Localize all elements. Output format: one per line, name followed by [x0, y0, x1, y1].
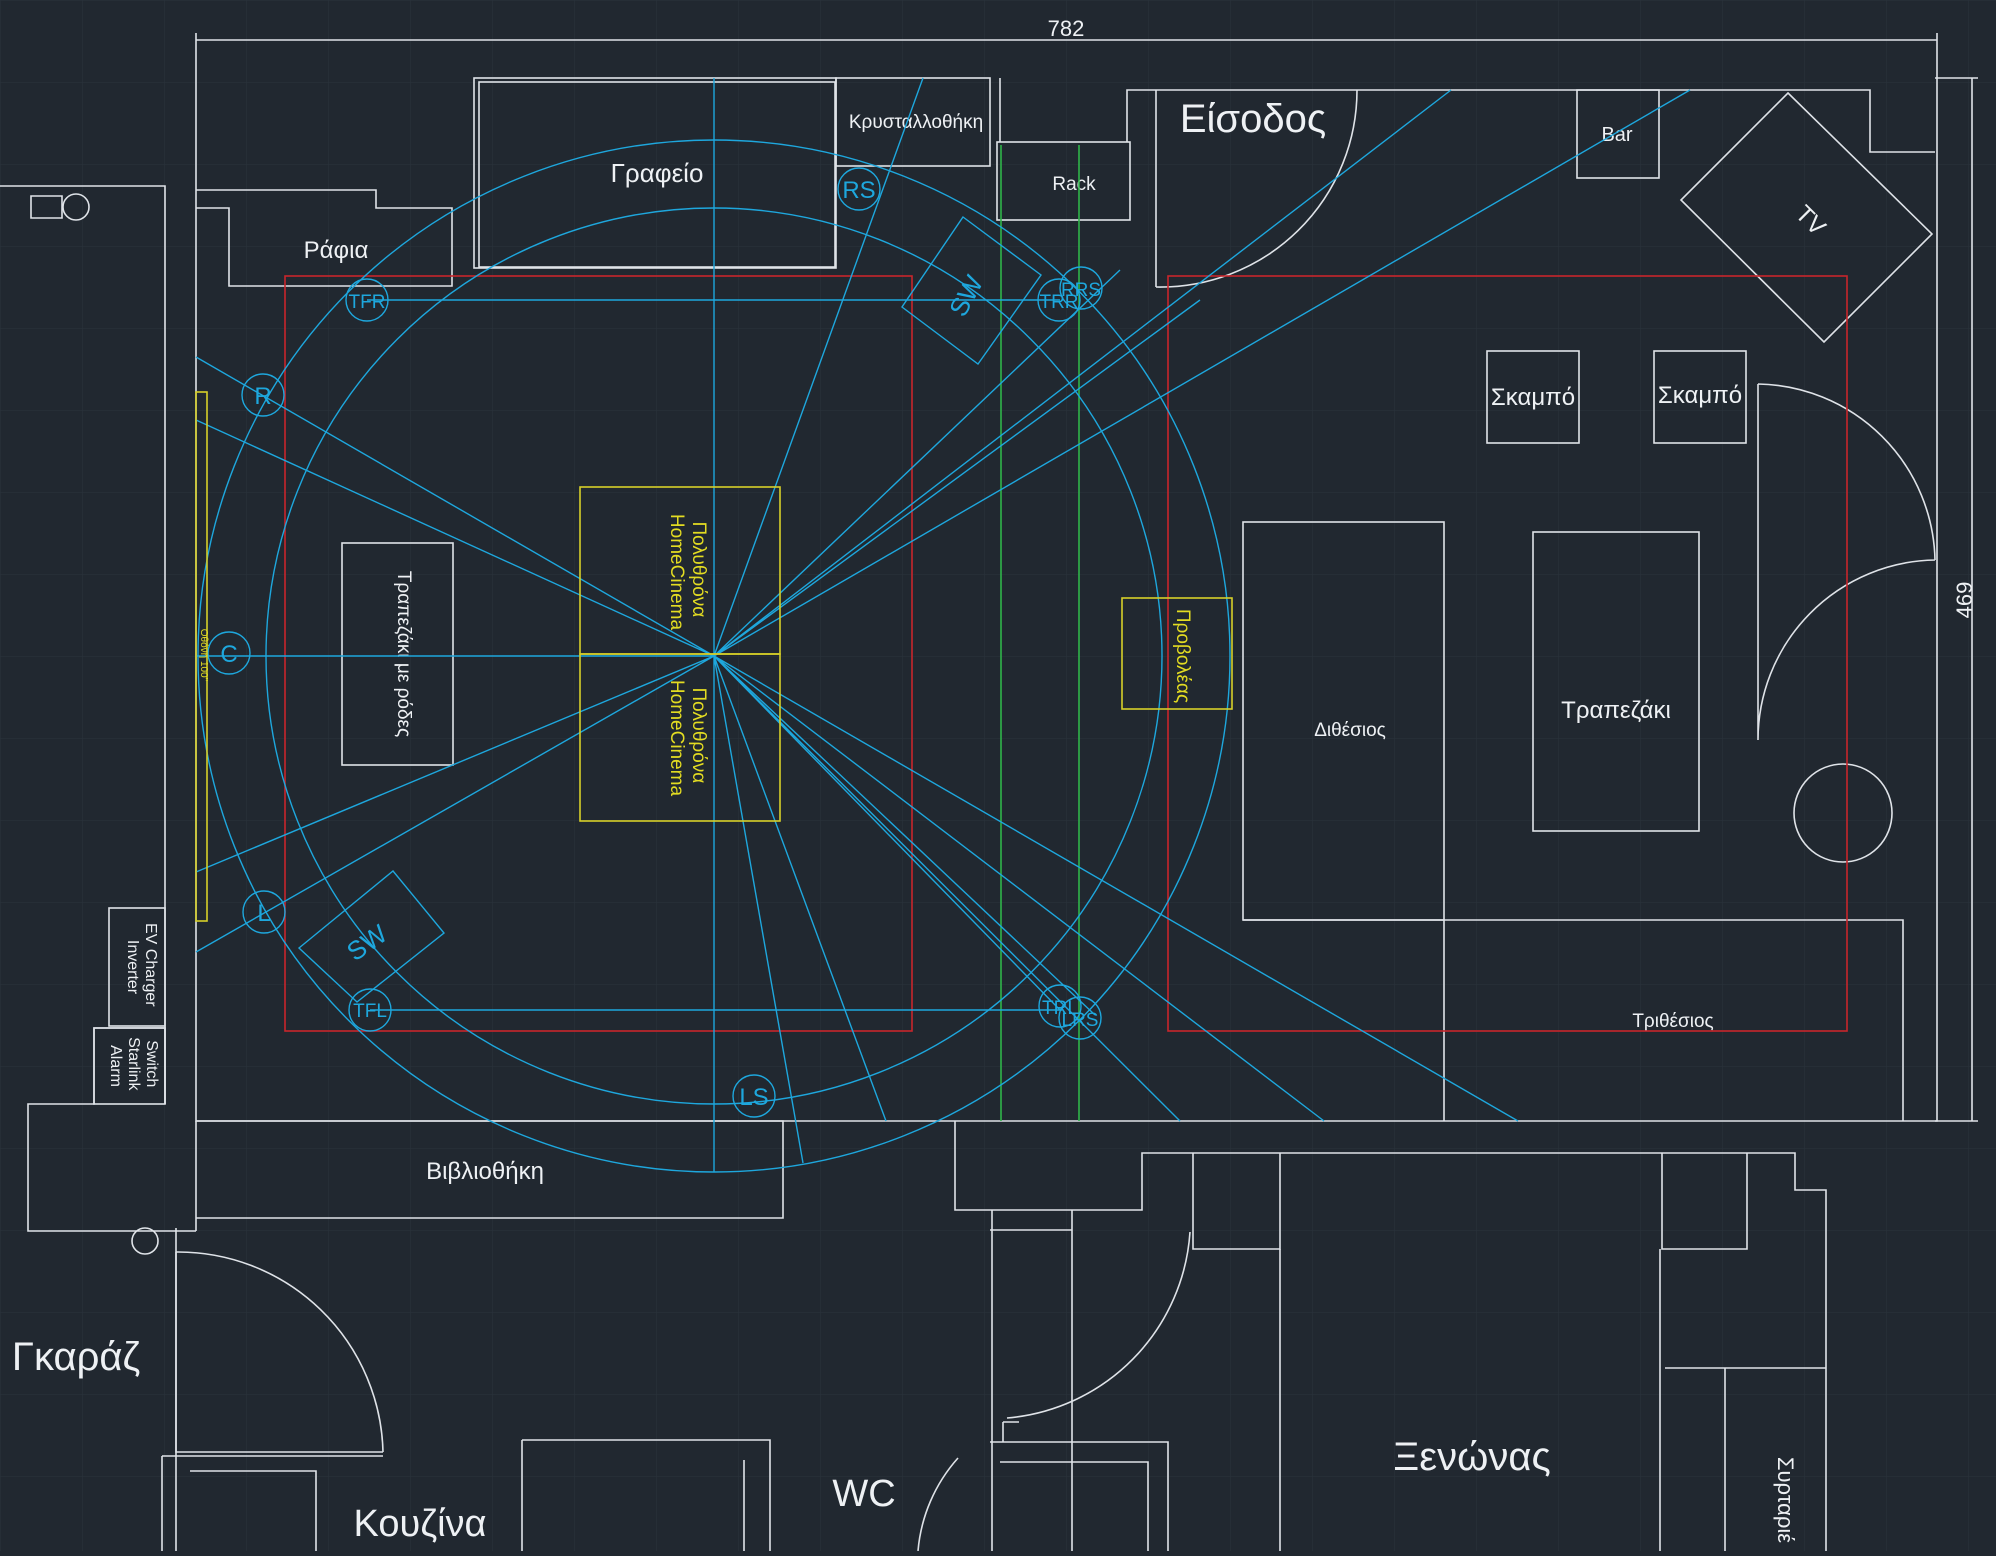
shelves: Ράφια — [196, 189, 453, 287]
bar: Bar — [1576, 89, 1660, 179]
svg-text:Πολυθρόνα HomeCinema: Πολυθρόνα HomeCinema — [666, 514, 709, 631]
speaker-ls-label: LS — [739, 1084, 768, 1111]
speaker-ls: LS — [732, 1074, 776, 1118]
projector-label: Προβολέας — [1172, 609, 1193, 703]
lounge-zone — [1167, 275, 1848, 1032]
room-kitchen-label: Κουζίνα — [354, 1503, 487, 1545]
speaker-lrs-label: LRS — [1062, 1010, 1099, 1031]
rack-label: Rack — [1052, 174, 1096, 195]
speaker-r: R — [241, 373, 285, 417]
drawers-label: Συρταριέ — [1773, 1457, 1798, 1543]
stool-2: Σκαμπό — [1653, 350, 1747, 444]
dimension-width: 782 — [195, 16, 1938, 76]
table-label: Τραπεζάκι — [1561, 697, 1671, 724]
room-entrance-label: Είσοδος — [1180, 97, 1326, 141]
ev-charger-line-2: Inverter — [124, 940, 141, 995]
svg-text:Πολυθρόνα HomeCinema: Πολυθρόνα HomeCinema — [666, 680, 709, 797]
speaker-rs-label: RS — [842, 177, 875, 204]
dimension-height-label: 469 — [1952, 582, 1977, 619]
network-cabinet: EV Charger Inverter Switch Starlink Alar… — [93, 907, 166, 1105]
network-line-1: Switch — [143, 1040, 160, 1087]
cinema-zone — [284, 275, 913, 1032]
cinema-seat-1-line-1: Πολυθρόνα — [688, 521, 709, 617]
crystal-cabinet: Κρυσταλλοθήκη — [835, 77, 991, 167]
speaker-l: L — [242, 890, 286, 934]
speaker-rs: RS — [837, 167, 881, 211]
speaker-tfr: TFR — [345, 278, 389, 322]
svg-text:EV Charger Inverter: EV Charger Inverter — [124, 923, 159, 1011]
wheeled-table-label: Τραπεζάκι με ρόδες — [393, 571, 414, 737]
speaker-trr: TRR — [1037, 278, 1081, 322]
sink — [30, 195, 63, 219]
wheeled-table: Τραπεζάκι με ρόδες — [341, 542, 454, 766]
rack: Rack — [996, 141, 1131, 221]
screen-label: Οθόνη 100" — [198, 629, 210, 682]
sofa-3-seat: Τριθέσιος — [1243, 919, 1904, 1121]
speaker-layout — [195, 77, 1691, 1173]
ev-charger-line-1: EV Charger — [142, 923, 159, 1007]
stool-1: Σκαμπό — [1486, 350, 1580, 444]
sink-drain — [62, 193, 90, 221]
speaker-c: C — [207, 631, 251, 675]
speaker-trr-label: TRR — [1039, 292, 1078, 313]
subwoofer-top-box — [901, 216, 1042, 365]
shelves-label: Ράφια — [304, 237, 369, 264]
entrance-wall — [999, 78, 1157, 142]
speaker-lrs: LRS — [1058, 996, 1102, 1040]
table: Τραπεζάκι — [1532, 531, 1700, 832]
room-guest-label: Ξενώνας — [1393, 1435, 1550, 1479]
room-garage-label: Γκαράζ — [12, 1335, 140, 1379]
speaker-c-label: C — [220, 641, 237, 668]
speaker-tfl-label: TFL — [353, 1001, 387, 1022]
office-desk: Γραφείο — [473, 77, 837, 269]
speaker-trl: TRL — [1038, 984, 1082, 1028]
dimension-height: 469 — [1935, 77, 1978, 1122]
library: Βιβλιοθήκη — [196, 1120, 784, 1219]
speaker-r-label: R — [254, 383, 271, 410]
cinema-seat-2-line-2: HomeCinema — [666, 680, 687, 797]
speaker-tfr-label: TFR — [349, 292, 386, 313]
projector: Προβολέας — [1121, 597, 1233, 710]
network-line-3: Alarm — [107, 1045, 124, 1087]
speaker-l-label: L — [257, 900, 270, 927]
svg-text:Switch Starlink Al: Switch Starlink Alarm — [107, 1037, 160, 1095]
sofa-2-seat-label: Διθέσιος — [1314, 720, 1386, 741]
subwoofer-bottom-box — [297, 870, 445, 1003]
speaker-trl-label: TRL — [1042, 998, 1078, 1019]
entrance-top-wall — [1157, 89, 1935, 153]
speaker-rrs-label: RRS — [1061, 280, 1101, 301]
office-label: Γραφείο — [611, 158, 704, 188]
speaker-tfl: TFL — [348, 988, 392, 1032]
stool-1-label: Σκαμπό — [1491, 384, 1575, 411]
cinema-seat-2: Πολυθρόνα HomeCinema — [579, 653, 781, 822]
library-label: Βιβλιοθήκη — [426, 1158, 544, 1185]
dimension-width-label: 782 — [1048, 16, 1085, 41]
doors — [175, 89, 1936, 1552]
cinema-seat-1: Πολυθρόνα HomeCinema — [579, 486, 781, 655]
speaker-rrs: RRS — [1059, 266, 1103, 310]
cinema-seat-2-line-1: Πολυθρόνα — [688, 687, 709, 783]
floor-drain — [131, 1227, 159, 1255]
cinema-seat-1-line-2: HomeCinema — [666, 514, 687, 631]
room-wc-label: WC — [832, 1473, 895, 1515]
bar-label: Bar — [1601, 124, 1632, 146]
round-plant — [1793, 763, 1893, 863]
crystal-cabinet-label: Κρυσταλλοθήκη — [849, 112, 983, 133]
network-line-2: Starlink — [125, 1037, 142, 1091]
screen: Οθόνη 100" — [195, 391, 210, 922]
stool-2-label: Σκαμπό — [1658, 382, 1742, 409]
sofa-3-seat-label: Τριθέσιος — [1632, 1011, 1713, 1032]
